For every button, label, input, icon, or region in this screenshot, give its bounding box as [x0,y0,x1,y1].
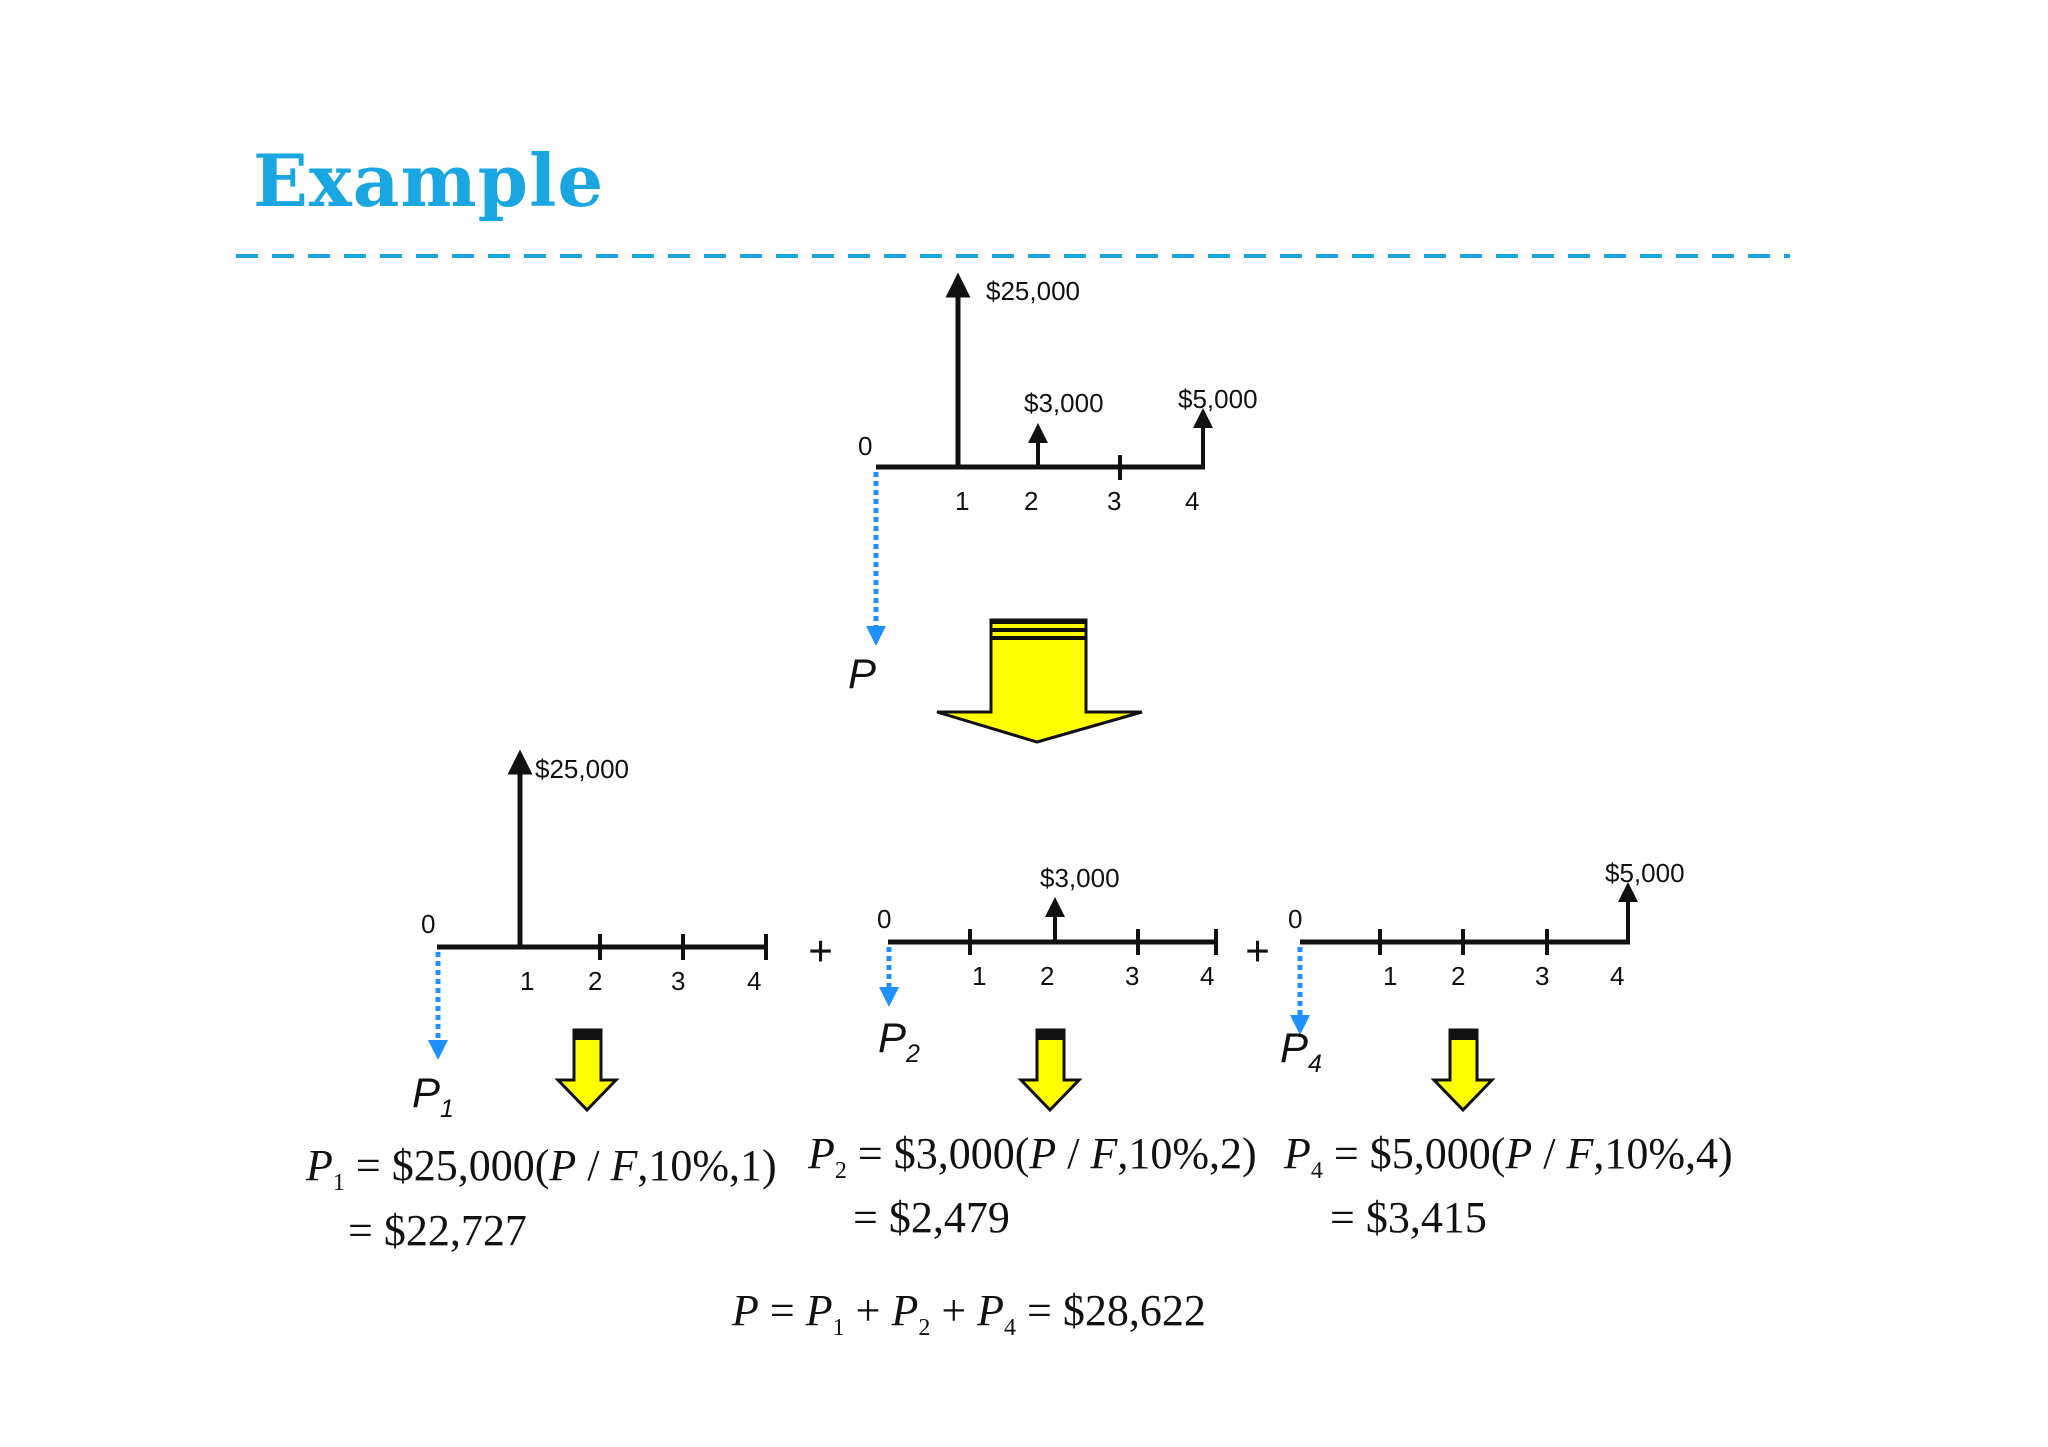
c3-period-0: 0 [1288,904,1302,934]
c1-equation-line1: P1 = $25,000(P / F,10%,1) [305,1141,777,1196]
c1-period-1: 1 [520,966,534,996]
c3-period-4: 4 [1610,961,1624,991]
main-period-4: 4 [1185,486,1199,516]
c3-p-label: P4 [1280,1024,1322,1078]
c1-period-3: 3 [671,966,685,996]
c3-equation-line1: P4 = $5,000(P / F,10%,4) [1283,1129,1733,1184]
main-period-0: 0 [858,431,872,461]
main-timeline [876,455,1205,480]
c2-period-1: 1 [972,961,986,991]
main-period-3: 3 [1107,486,1121,516]
c1-down-arrow-icon [554,1028,620,1113]
c3-cash-flow-label: $5,000 [1605,858,1685,888]
c3-period-3: 3 [1535,961,1549,991]
c3-period-2: 2 [1451,961,1465,991]
c3-equation-line2: = $3,415 [1330,1193,1487,1242]
main-period-1: 1 [955,486,969,516]
c2-p-label: P2 [878,1014,920,1068]
main-cash-flow-25000-label: $25,000 [986,276,1080,306]
c2-period-3: 3 [1125,961,1139,991]
component-1-timeline [437,934,768,960]
total-equation: P = P1 + P2 + P4 = $28,622 [731,1286,1206,1341]
c1-period-2: 2 [588,966,602,996]
c2-equation-line2: = $2,479 [853,1193,1010,1242]
component-3-timeline [1300,929,1630,955]
main-present-value-label: P [848,650,876,697]
c2-period-0: 0 [877,904,891,934]
plus-sign-2: + [1245,927,1270,976]
c1-period-0: 0 [421,909,435,939]
c2-period-2: 2 [1040,961,1054,991]
main-period-2: 2 [1024,486,1038,516]
c3-period-1: 1 [1383,961,1397,991]
c2-cash-flow-label: $3,000 [1040,863,1120,893]
main-cash-flow-5000-label: $5,000 [1178,384,1258,414]
c1-p-label: P1 [412,1069,454,1123]
c1-cash-flow-label: $25,000 [535,754,629,784]
plus-sign-1: + [808,927,833,976]
c1-period-4: 4 [747,966,761,996]
c2-equation-line1: P2 = $3,000(P / F,10%,2) [807,1129,1257,1184]
c2-down-arrow-icon [1017,1028,1083,1113]
slide-title: Example [253,138,605,223]
c1-equation-line2: = $22,727 [348,1206,527,1255]
c3-down-arrow-icon [1430,1028,1496,1113]
big-down-arrow-icon [936,618,1143,744]
main-cash-flow-3000-label: $3,000 [1024,388,1104,418]
c2-period-4: 4 [1200,961,1214,991]
